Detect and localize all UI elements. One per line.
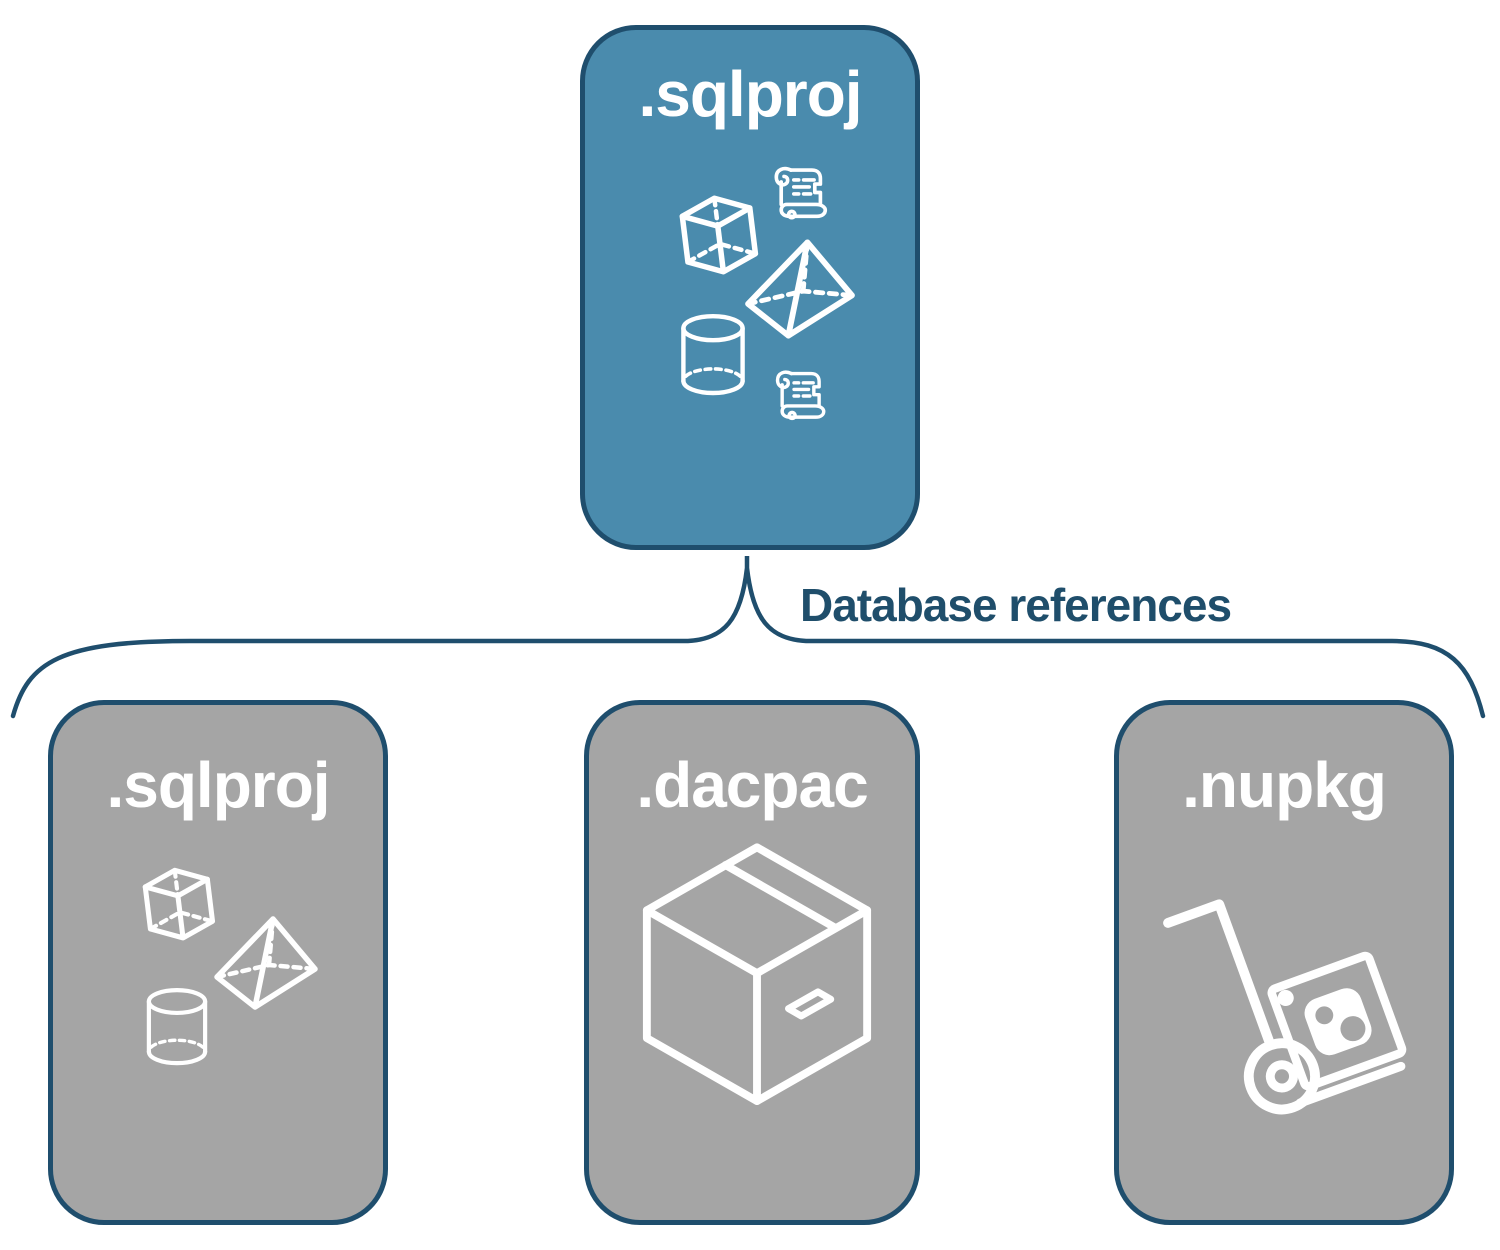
node-title: .sqlproj <box>638 58 862 130</box>
node-sqlproj-root: .sqlproj <box>580 25 920 550</box>
cube-icon <box>663 180 774 291</box>
node-title: .nupkg <box>1182 749 1387 821</box>
script-scroll-icon <box>765 364 831 432</box>
edge-label: Database references <box>800 579 1232 631</box>
node-title: .dacpac <box>636 749 868 821</box>
node-sqlproj-child: .sqlproj <box>48 700 388 1225</box>
nuget-handtruck-icon <box>1151 845 1419 1145</box>
package-box-icon <box>639 841 875 1131</box>
node-nupkg: .nupkg <box>1114 700 1454 1225</box>
pyramid-icon <box>741 236 859 342</box>
pyramid-icon <box>211 913 321 1013</box>
cylinder-icon <box>673 308 753 402</box>
node-title: .sqlproj <box>106 749 330 821</box>
script-scroll-icon <box>763 160 833 232</box>
cube-icon <box>128 854 231 957</box>
node-dacpac: .dacpac <box>584 700 920 1225</box>
cylinder-icon <box>139 983 215 1071</box>
